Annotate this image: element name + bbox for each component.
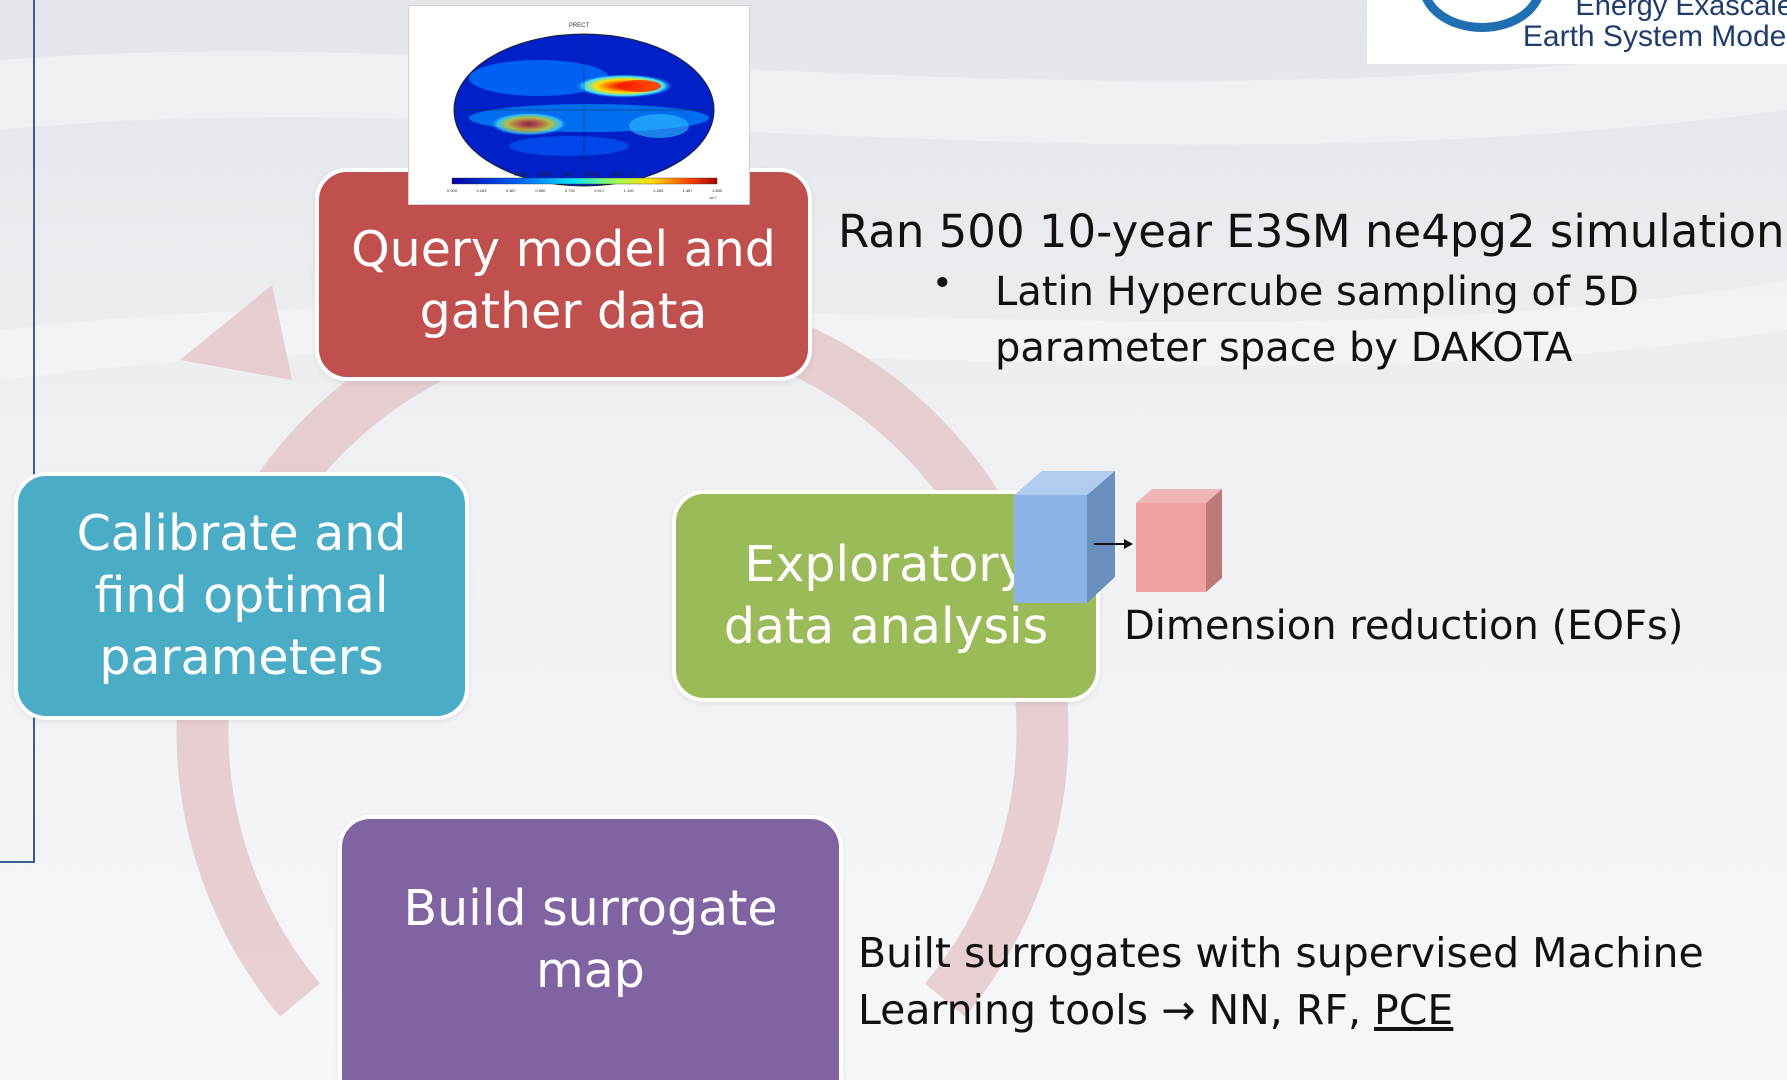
bullet-marker: • (932, 264, 953, 304)
e3sm-logo: Energy Exascale Earth System Model (1367, 0, 1787, 64)
dimension-reduction-note: Dimension reduction (EOFs) (1124, 603, 1684, 649)
colorbar-tick-label: 0.367 (506, 188, 517, 193)
calibrate-label: Calibrate and find optimal parameters (76, 505, 407, 686)
colorbar-tick-label: 0.000 (447, 188, 458, 193)
logo-text-line2: Earth System Model (1522, 20, 1787, 53)
colorbar-tick-label: 1.283 (653, 188, 664, 193)
precipitation-map: 60°W 120°W 180° 120°E 60°E 0° 0.000 0.183… (408, 5, 750, 205)
colorbar-tick-label: 0.733 (565, 188, 576, 193)
colorbar (451, 177, 718, 185)
lon-label: 60°W (514, 172, 527, 178)
exploratory-analysis-label: Exploratory data analysis (723, 536, 1049, 655)
dimension-reduction-icon (1014, 471, 1222, 603)
calibrate-box: Calibrate and find optimal parameters (14, 472, 469, 720)
surrogate-note-line1: Built surrogates with supervised Machine (858, 929, 1704, 977)
colorbar-ticks: 0.000 0.183 0.367 0.550 0.733 0.917 1.100 1.283… (447, 188, 723, 193)
colorbar-tick-label: 0.917 (594, 188, 605, 193)
colorbar-tick-label: 0.550 (535, 188, 546, 193)
build-surrogate-label: Build surrogate map (403, 879, 778, 999)
sampling-note: Latin Hypercube sampling of 5D parameter… (995, 269, 1639, 371)
colorbar-tick-label: 1.467 (683, 188, 694, 193)
lon-label: 180° (564, 172, 574, 178)
colorbar-tick-label: 1.650 (712, 188, 723, 193)
lon-label: 0° (631, 172, 636, 178)
surrogate-note: Built surrogates with supervised Machine… (858, 925, 1704, 1039)
lon-label: 120°E (585, 172, 599, 178)
left-border-line (33, 0, 35, 862)
pce-link[interactable]: PCE (1374, 986, 1454, 1034)
simulation-note: Ran 500 10-year E3SM ne4pg2 simulations (838, 205, 1787, 258)
colorbar-tick-label: 0.183 (476, 188, 487, 193)
colorbar-unit: 1e-7 (709, 195, 718, 200)
surrogate-note-models: NN, RF, (1195, 986, 1375, 1034)
query-model-label: Query model and gather data (351, 220, 776, 340)
right-arrow-icon: → (1161, 986, 1196, 1034)
lon-label: 120°W (537, 172, 552, 178)
lon-label: 60°E (612, 172, 624, 178)
map-graphic: 60°W 120°W 180° 120°E 60°E 0° 0.000 0.183… (447, 33, 723, 200)
colorbar-tick-label: 1.100 (624, 188, 635, 193)
logo-text-line1: Energy Exascale (1575, 0, 1787, 22)
build-surrogate-box: Build surrogate map (338, 815, 843, 1080)
left-border-foot (0, 861, 35, 863)
surrogate-note-line2: Learning tools → NN, RF, PCE (858, 982, 1704, 1039)
map-title: PRECT (568, 23, 590, 29)
surrogate-note-prefix: Learning tools (858, 986, 1149, 1034)
